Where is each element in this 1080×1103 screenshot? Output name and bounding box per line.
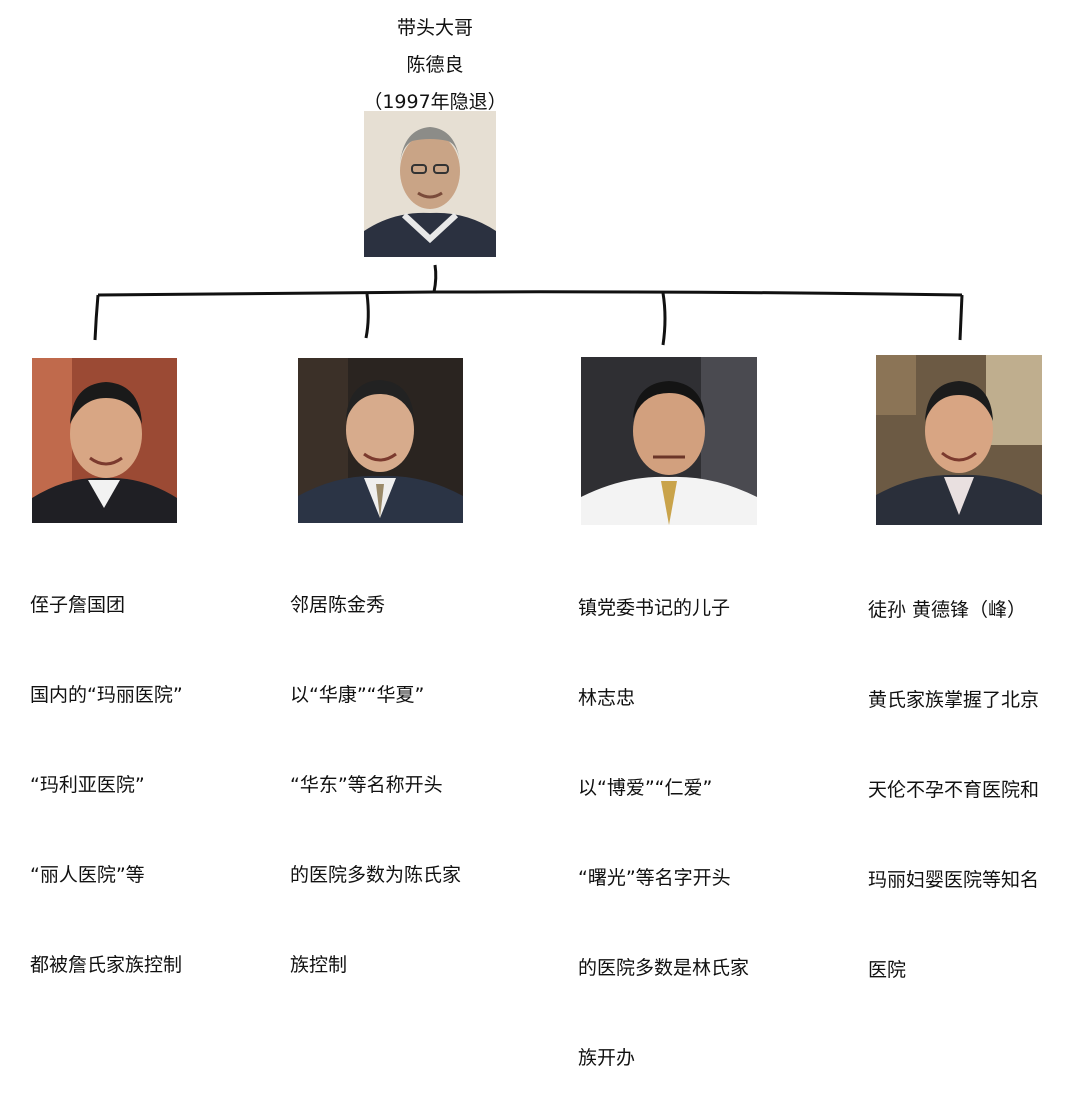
member-2-line: “华东”等名称开头 (290, 774, 443, 796)
member-3-line: “曙光”等名字开头 (578, 867, 731, 889)
member-4-line: 医院 (868, 959, 907, 981)
member-3-caption: 镇党委书记的儿子 林志忠 以“博爱”“仁爱” “曙光”等名字开头 的医院多数是林… (578, 533, 749, 1103)
root-role: 带头大哥 (396, 17, 473, 39)
member-2-line: 邻居陈金秀 (290, 594, 386, 616)
member-4-caption: 徒孙 黄德锋（峰） 黄氏家族掌握了北京 天伦不孕不育医院和 玛丽妇婴医院等知名 … (868, 535, 1039, 1015)
connector-lines (93, 264, 964, 346)
member-3-line: 以“博爱”“仁爱” (578, 777, 713, 799)
member-2-line: 以“华康”“华夏” (290, 684, 425, 706)
member-1-line: 都被詹氏家族控制 (30, 954, 183, 976)
member-3-line: 林志忠 (578, 687, 636, 709)
connector-drop-1 (93, 294, 100, 341)
connector-drop-4 (958, 294, 964, 341)
root-name: 陈德良 (406, 54, 464, 76)
root-photo (364, 111, 496, 257)
member-4-line: 玛丽妇婴医院等知名 (868, 869, 1040, 891)
member-1-line: 侄子詹国团 (30, 594, 126, 616)
member-4-line: 天伦不孕不育医院和 (868, 779, 1040, 801)
root-note: （1997年隐退） (363, 91, 507, 113)
connector-drop-2 (364, 293, 370, 339)
member-1-photo (32, 358, 177, 523)
connector-drop-3 (661, 292, 667, 346)
member-2-line: 的医院多数为陈氏家 (290, 864, 462, 886)
member-2-caption: 邻居陈金秀 以“华康”“华夏” “华东”等名称开头 的医院多数为陈氏家 族控制 (290, 530, 461, 1010)
member-1-line: “玛利亚医院” (30, 774, 145, 796)
member-3-line: 镇党委书记的儿子 (578, 597, 731, 619)
root-label: 带头大哥 陈德良 （1997年隐退） (350, 10, 520, 121)
member-1-line: “丽人医院”等 (30, 864, 145, 886)
member-4-line: 徒孙 黄德锋（峰） (868, 599, 1027, 621)
member-2-photo (298, 358, 463, 523)
connector-stem (432, 264, 438, 293)
member-4-photo (876, 355, 1042, 525)
member-1-line: 国内的“玛丽医院” (30, 684, 183, 706)
member-4-line: 黄氏家族掌握了北京 (868, 689, 1040, 711)
member-3-photo (581, 357, 757, 525)
member-3-line: 族开办 (578, 1047, 636, 1069)
connector-bar (97, 290, 963, 297)
member-1-caption: 侄子詹国团 国内的“玛丽医院” “玛利亚医院” “丽人医院”等 都被詹氏家族控制 (30, 530, 183, 1010)
member-3-line: 的医院多数是林氏家 (578, 957, 750, 979)
member-2-line: 族控制 (290, 954, 348, 976)
